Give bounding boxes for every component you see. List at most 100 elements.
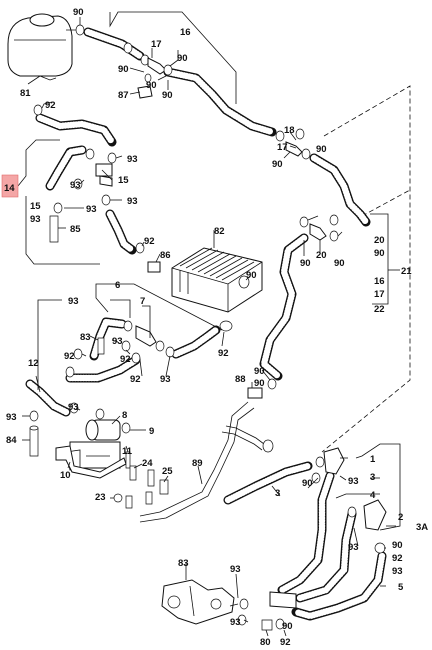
highlight-box-14 [1, 174, 19, 198]
callout-93-i: 93 [348, 476, 359, 487]
callout-90-a: 90 [118, 64, 129, 75]
hose-12 [25, 379, 71, 417]
callout-93-f: 93 [112, 336, 123, 347]
hose-3 [223, 461, 313, 505]
callout-23: 23 [95, 492, 106, 503]
callout-18: 18 [284, 125, 295, 136]
callout-82: 82 [214, 226, 225, 237]
leader-lines [17, 11, 401, 637]
callout-92-g: 92 [280, 637, 291, 648]
callout-93-c: 93 [86, 204, 97, 215]
callout-87: 87 [118, 90, 129, 101]
hose-16-upper [163, 67, 277, 137]
dashed-guide-lines [321, 85, 411, 453]
callout-83-a: 83 [80, 332, 91, 343]
callout-90-top2: 90 [177, 53, 188, 64]
callout-88: 88 [235, 374, 246, 385]
callout-93-b: 93 [70, 180, 81, 191]
callout-93-j: 93 [348, 542, 359, 553]
callout-90-l: 90 [282, 621, 293, 632]
callout-15-a: 15 [118, 175, 129, 186]
hose-93-small [89, 317, 127, 361]
callout-93-h2: 93 [68, 402, 79, 413]
callout-17-top: 17 [151, 39, 162, 50]
callout-93-a: 93 [127, 154, 138, 165]
callout-90-d: 90 [272, 159, 283, 170]
heater-box [171, 247, 263, 313]
callout-90-f: 90 [246, 270, 257, 281]
callout-20-b: 20 [316, 250, 327, 261]
callout-92-a: 92 [45, 100, 56, 111]
callout-83-b: 83 [178, 558, 189, 569]
callout-3A: 3A [416, 522, 428, 533]
hose-group [25, 27, 387, 621]
callout-86: 86 [160, 250, 171, 261]
hose-15-lower [105, 209, 137, 255]
callout-20-a: 20 [374, 235, 385, 246]
callout-16-b: 16 [374, 276, 385, 287]
hose-15-upper [45, 145, 87, 191]
callout-3-b: 3 [275, 488, 280, 499]
callout-5: 5 [398, 582, 404, 593]
callout-4: 4 [370, 490, 376, 501]
callout-92-f-mid: 92 [130, 374, 141, 385]
callout-93-aux: 93 [30, 214, 41, 225]
hose-7 [171, 325, 221, 359]
callout-90-top: 90 [73, 7, 84, 18]
callout-6: 6 [115, 280, 120, 291]
callout-25: 25 [162, 466, 173, 477]
callout-93-d: 93 [127, 196, 138, 207]
callout-11: 11 [122, 446, 133, 457]
callout-92-e: 92 [218, 348, 229, 359]
hose-16-top [83, 27, 145, 61]
hose-2 [295, 509, 357, 603]
callout-3-a: 3 [370, 472, 375, 483]
callout-93-m: 93 [230, 617, 241, 628]
callout-89: 89 [192, 458, 203, 469]
hose-4 [277, 471, 335, 595]
callout-labels: 90 16 17 90 90 90 87 90 81 92 18 17 14 9… [4, 7, 428, 648]
callout-81: 81 [20, 88, 31, 99]
callout-92-d: 92 [120, 354, 131, 365]
hose-92-top-left [35, 113, 117, 147]
callout-12: 12 [28, 358, 39, 369]
callout-2: 2 [398, 512, 403, 523]
callout-1: 1 [370, 454, 376, 465]
callout-92-f: 92 [392, 553, 403, 564]
pipe-89 [139, 401, 274, 523]
hose-17-right [309, 153, 371, 227]
callout-90-g: 90 [374, 248, 385, 259]
callout-90-h: 90 [300, 258, 311, 269]
callout-17-b: 17 [277, 142, 288, 153]
callout-90-h2: 90 [334, 258, 345, 269]
callout-93-e: 93 [68, 296, 79, 307]
hose-22 [259, 233, 309, 381]
callout-14: 14 [4, 183, 15, 194]
fittings-and-clamps [29, 24, 387, 631]
callout-93-l: 93 [230, 564, 241, 575]
callout-17-c: 17 [374, 289, 385, 300]
callout-24: 24 [142, 458, 153, 469]
callout-90-b: 90 [146, 80, 157, 91]
thermostat-housing [161, 579, 235, 625]
callout-21: 21 [401, 266, 412, 277]
hose-6-lower [65, 355, 141, 383]
callout-8: 8 [122, 410, 127, 421]
callout-92-b: 92 [144, 236, 155, 247]
callout-84: 84 [6, 435, 17, 446]
callout-16-top: 16 [180, 27, 191, 38]
callout-92-c: 92 [64, 351, 75, 362]
callout-15-b: 15 [30, 201, 41, 212]
expansion-tank [7, 13, 84, 81]
callout-93-h: 93 [6, 412, 17, 423]
callout-90-k: 90 [392, 540, 403, 551]
callout-90-i: 90 [254, 366, 265, 377]
callout-80: 80 [260, 637, 271, 648]
callout-22: 22 [374, 304, 385, 315]
hose-5 [291, 551, 387, 621]
callout-85: 85 [70, 224, 81, 235]
callout-7: 7 [140, 296, 145, 307]
callout-90-j: 90 [302, 478, 313, 489]
callout-93-g: 93 [160, 374, 171, 385]
